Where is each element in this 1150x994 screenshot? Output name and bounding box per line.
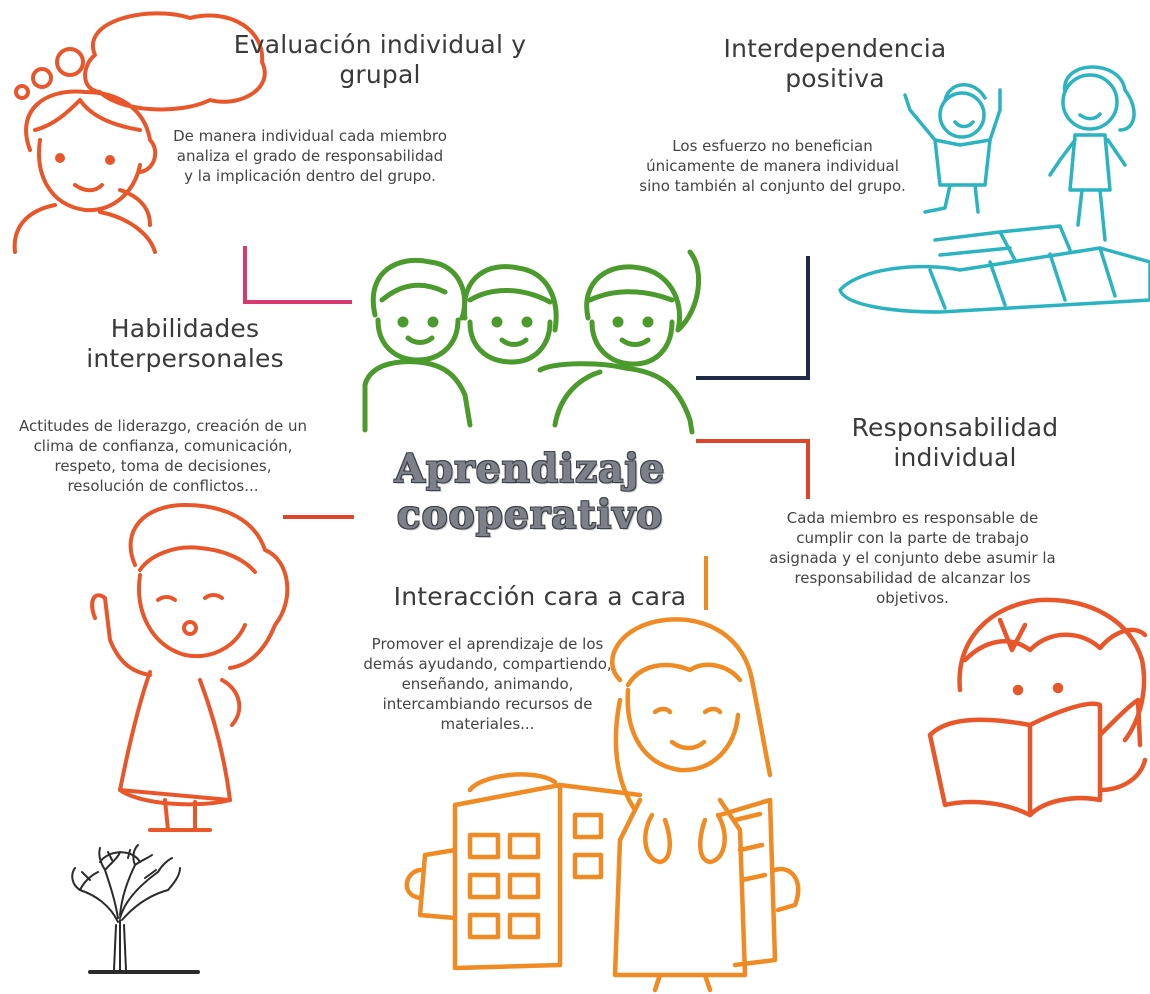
habilidades-heading: Habilidades interpersonales (80, 314, 290, 374)
interaccion-heading: Interacción cara a cara (393, 582, 687, 611)
reading-boy-icon (927, 597, 1148, 818)
hopscotch-kids-icon (838, 65, 1150, 314)
habilidades-heading-line1: Habilidades (110, 314, 260, 343)
interdependencia-heading: Interdependencia positiva (720, 34, 950, 94)
responsabilidad-description: Cada miembro es responsable de cumplir c… (769, 509, 1056, 607)
interaccion-description: Promover el aprendizaje de los demás ayu… (363, 635, 612, 733)
school-girl-icon (404, 617, 801, 993)
main-title: Aprendizaje cooperativo (340, 446, 720, 538)
connector-responsabilidad (696, 439, 810, 499)
evaluacion-heading: Evaluación individual y grupal (230, 30, 530, 90)
evaluacion-heading-line2: grupal (339, 60, 421, 89)
habilidades-description: Actitudes de liderazgo, creación de un c… (19, 417, 307, 495)
three-friends-icon (362, 249, 702, 435)
connector-evaluacion (243, 246, 352, 304)
evaluacion-description: De manera individual cada miembro analiz… (173, 127, 447, 185)
thinking-girl-icon (12, 11, 267, 254)
interdependencia-heading-line2: positiva (785, 64, 885, 93)
responsabilidad-heading: Responsabilidad individual (850, 413, 1060, 473)
main-title-line1: Aprendizaje (394, 446, 666, 492)
interdependencia-description: Los esfuerzo no benefician únicamente de… (639, 137, 906, 195)
connectors (243, 246, 810, 610)
responsabilidad-heading-line1: Responsabilidad (851, 413, 1059, 442)
connector-interdependencia (696, 256, 810, 380)
evaluacion-heading-line1: Evaluación individual y (233, 30, 527, 59)
tree-logo-icon (71, 844, 200, 974)
habilidades-heading-line2: interpersonales (86, 344, 284, 373)
interdependencia-heading-line1: Interdependencia (723, 34, 947, 63)
responsabilidad-heading-line2: individual (893, 443, 1017, 472)
main-title-line2: cooperativo (396, 492, 664, 538)
talking-girl-icon (90, 503, 290, 832)
